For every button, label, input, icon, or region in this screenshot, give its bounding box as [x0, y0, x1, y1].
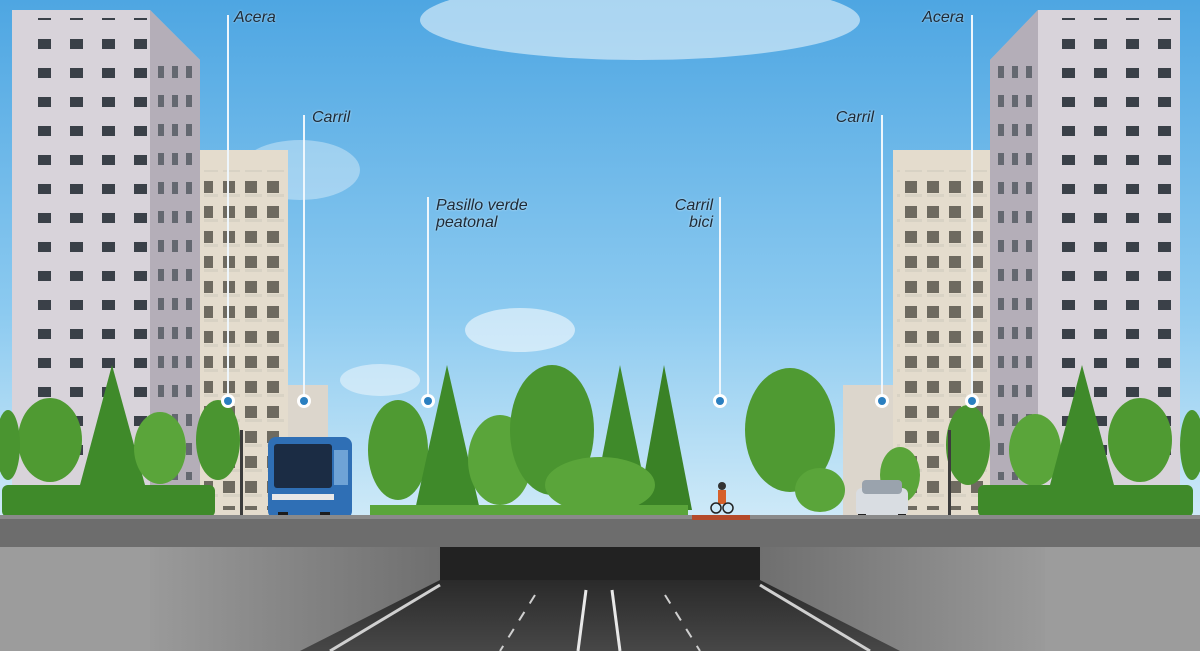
- label-pasillo-line2: peatonal: [436, 214, 498, 231]
- cloud: [420, 0, 860, 60]
- central-green-corridor-trees: [368, 365, 845, 513]
- label-bici-line1: Carril: [674, 197, 713, 214]
- label-carril-bici: Carril bici: [675, 197, 713, 231]
- label-carril-left: Carril: [312, 109, 350, 126]
- label-carril-right-text: Carril: [835, 109, 874, 126]
- marker-dots: [221, 394, 979, 408]
- cyclist: [710, 482, 734, 514]
- green-corridor-ground: [370, 505, 688, 517]
- right-hedge: [978, 485, 1193, 517]
- left-trees: [0, 365, 240, 485]
- pointer-lines: [227, 15, 973, 400]
- right-trees: [880, 365, 1200, 503]
- car: [856, 480, 908, 520]
- left-tall-building: [12, 10, 200, 485]
- label-carril-right: Carril: [836, 109, 874, 126]
- bus: [268, 437, 352, 520]
- label-pasillo-line1: Pasillo verde: [436, 197, 528, 214]
- label-pasillo-verde-peatonal: Pasillo verde peatonal: [436, 197, 528, 231]
- label-acera-left: Acera: [234, 9, 276, 26]
- left-hedge: [2, 485, 215, 517]
- right-tall-building: [990, 10, 1180, 485]
- road-surface: [0, 517, 1200, 547]
- cloud: [340, 364, 420, 396]
- label-acera-left-text: Acera: [234, 9, 276, 26]
- label-acera-right-text: Acera: [922, 9, 964, 26]
- underground-tunnel: [0, 547, 1200, 651]
- label-bici-line2: bici: [688, 214, 713, 231]
- street-lamp: [240, 430, 243, 517]
- cloud: [465, 308, 575, 352]
- bike-lane: [692, 515, 750, 520]
- label-acera-right: Acera: [922, 9, 964, 26]
- label-carril-left-text: Carril: [312, 109, 351, 126]
- street-lamp: [948, 430, 951, 517]
